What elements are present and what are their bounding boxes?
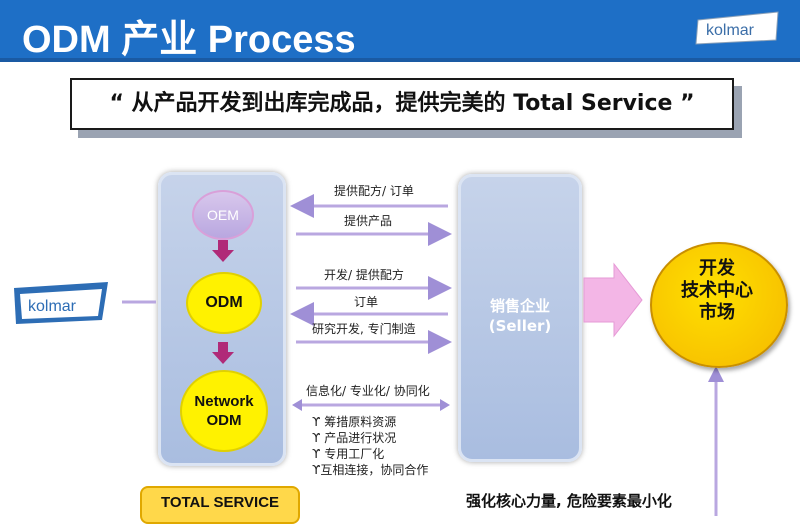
- arrow-label-3: 开发/ 提供配方: [324, 268, 404, 282]
- market-circle: [650, 242, 788, 368]
- seller-line1: 销售企业: [489, 297, 550, 315]
- market-line2: 技术中心: [681, 280, 753, 301]
- seller-line2: (Seller): [488, 317, 552, 335]
- kolmar-logo-left: kolmar: [14, 282, 108, 324]
- bullet-item: ϒ 产品进行状况: [312, 431, 397, 445]
- arrow-label-2: 提供产品: [344, 214, 393, 228]
- kolmar-logo: kolmar: [695, 11, 779, 45]
- bullet-item: ϒ 筹措原料资源: [312, 415, 397, 429]
- page-title: ODM 产业 Process: [22, 19, 356, 61]
- total-service-label: TOTAL SERVICE: [160, 494, 280, 511]
- network-line2: ODM: [206, 412, 242, 429]
- arrow-label-1: 提供配方/ 订单: [334, 184, 414, 198]
- network-line1: Network: [194, 393, 254, 410]
- arrow-label-4: 订单: [354, 295, 379, 309]
- market-label: 开发 技术中心 市场: [650, 258, 784, 324]
- bullet-item: ϒ 专用工厂化: [312, 447, 385, 461]
- kolmar-logo-text: kolmar: [706, 22, 755, 39]
- seller-panel: [458, 174, 582, 462]
- down-arrow-2: [212, 352, 234, 364]
- market-line1: 开发: [699, 258, 735, 279]
- pink-arrow: [583, 262, 643, 338]
- bullet-item: ϒ互相连接，协同合作: [312, 463, 429, 477]
- odm-circle: ODM: [186, 272, 262, 334]
- tagline-box: “ 从产品开发到出库完成品，提供完美的 Total Service ”: [70, 78, 734, 130]
- oem-circle: OEM: [192, 190, 254, 240]
- tagline: “ 从产品开发到出库完成品，提供完美的 Total Service ”: [109, 91, 695, 116]
- down-arrow-1: [212, 250, 234, 262]
- seller-label: 销售企业 (Seller): [458, 296, 582, 336]
- header-bar: ODM 产业 Process kolmar: [0, 0, 800, 62]
- bullet-list: ϒ 筹措原料资源 ϒ 产品进行状况 ϒ 专用工厂化 ϒ互相连接，协同合作: [312, 414, 428, 478]
- arrow-label-6: 信息化/ 专业化/ 协同化: [306, 384, 430, 398]
- market-line3: 市场: [699, 302, 735, 323]
- arrow-label-5: 研究开发, 专门制造: [312, 322, 416, 336]
- kolmar-logo-left-text: kolmar: [28, 298, 77, 315]
- bottom-statement: 强化核心力量, 危险要素最小化: [466, 492, 672, 510]
